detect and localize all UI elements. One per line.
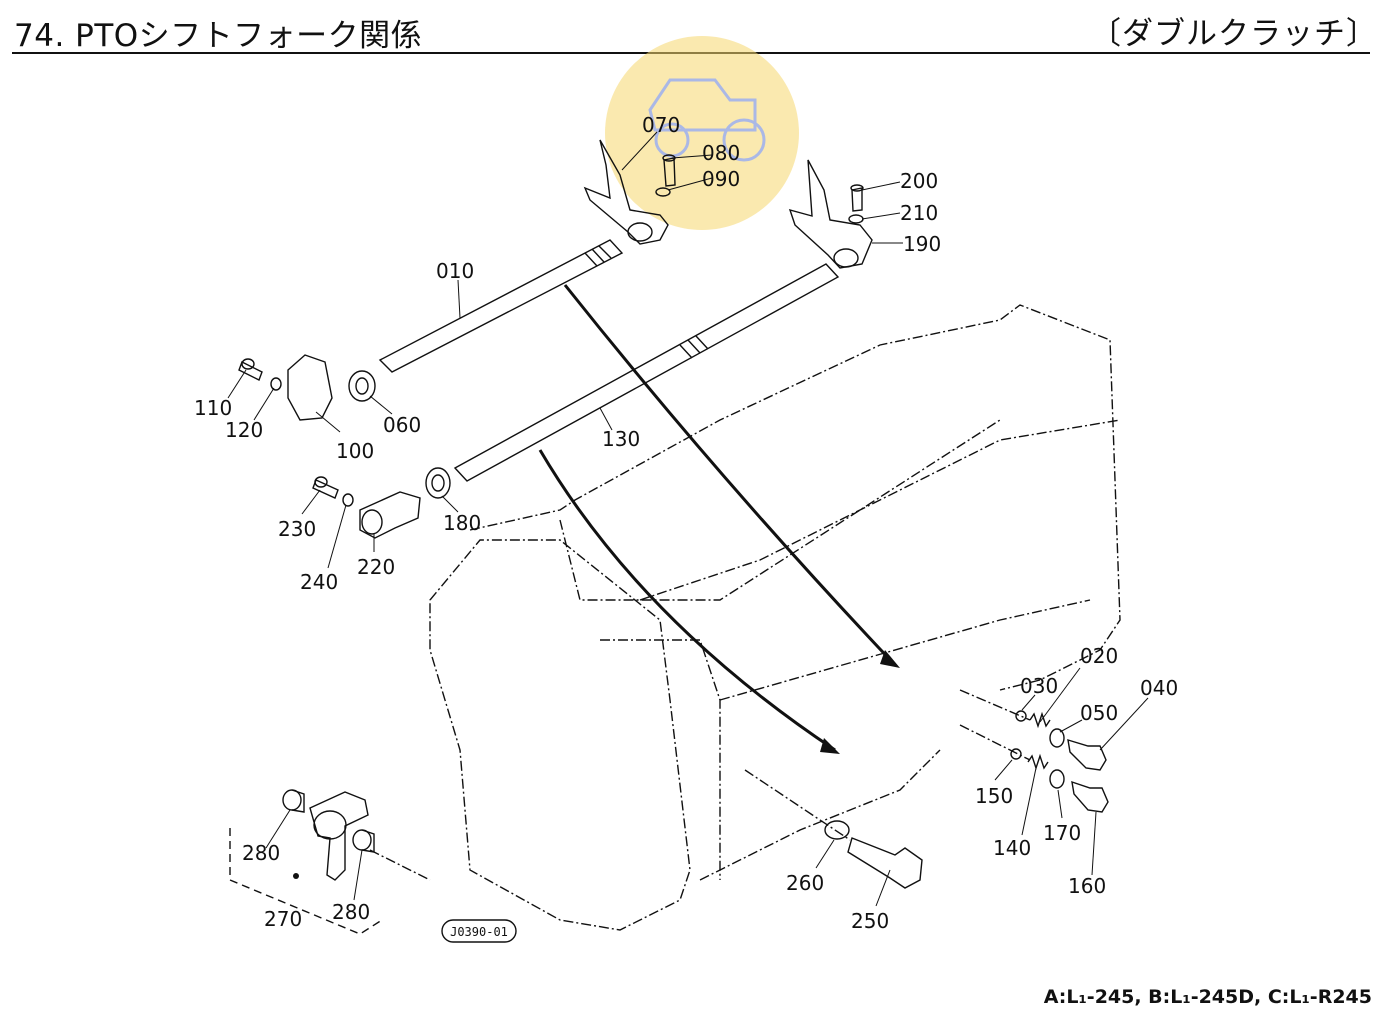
part-label-130: 130 [602,427,640,451]
page-title: 74. PTOシフトフォーク関係 [14,18,423,54]
washer-210 [848,214,864,224]
part-label-060: 060 [383,413,421,437]
washer-050 [1049,728,1065,748]
lever-270 [309,791,369,881]
part-label-160: 160 [1068,874,1106,898]
bushing-280a [282,789,305,813]
part-label-240: 240 [300,570,338,594]
bolt-110 [238,358,263,381]
part-label-120: 120 [225,418,263,442]
washer-090 [655,187,671,197]
washer-120 [270,377,282,391]
shaft-010 [378,239,624,373]
detent-ball-150 [1010,748,1022,760]
plug-040 [1067,739,1107,771]
spring-140 [1027,753,1049,771]
part-label-090: 090 [702,167,740,191]
assembly-centerlines [369,689,1031,881]
insertion-arrow-lower [538,449,836,752]
part-label-200: 200 [900,169,938,193]
shaft-130 [453,263,840,482]
part-label-270: 270 [264,907,302,931]
part-labels: 070 080 090 200 210 190 010 110 120 060 … [194,113,1178,939]
part-label-180: 180 [443,511,481,535]
spring-020 [1029,711,1051,729]
bolt-250 [847,837,923,889]
part-label-100: 100 [336,439,374,463]
part-label-170: 170 [1043,821,1081,845]
group-bracket-270 [229,828,383,935]
washer-260 [824,820,850,840]
part-label-280b: 280 [332,900,370,924]
part-label-140: 140 [993,836,1031,860]
bushing-280b [352,829,375,853]
part-label-250: 250 [851,909,889,933]
part-label-210: 210 [900,201,938,225]
part-label-080: 080 [702,141,740,165]
variant-label: 〔ダブルクラッチ〕 [1090,16,1378,52]
washer-240 [342,493,354,507]
part-label-220: 220 [357,555,395,579]
oil-seal-060 [348,370,376,402]
part-label-110: 110 [194,396,232,420]
washer-170 [1049,769,1065,789]
leader-lines [227,131,1149,907]
part-label-030: 030 [1020,674,1058,698]
part-label-150: 150 [975,784,1013,808]
part-label-260: 260 [786,871,824,895]
shift-fork-070 [583,139,669,245]
bolt-230 [312,476,339,499]
diagram-code: J0390-01 [450,925,508,939]
part-label-190: 190 [903,232,941,256]
shift-arm-220 [359,491,421,539]
shift-arm-100 [287,354,333,421]
diagram-code-frame [441,919,517,943]
part-label-070: 070 [642,113,680,137]
applicable-models: A:L₁-245, B:L₁-245D, C:L₁-R245 [1043,986,1372,1008]
bolt-200 [850,184,864,212]
detent-ball-030 [1015,710,1027,722]
part-label-230: 230 [278,517,316,541]
shift-fork-190 [788,159,873,269]
part-label-040: 040 [1140,676,1178,700]
part-label-020: 020 [1080,644,1118,668]
part-label-010: 010 [436,259,474,283]
oil-seal-180 [425,467,451,499]
watermark-logo [605,36,799,230]
plug-160 [1071,780,1109,813]
transmission-case [429,304,1121,931]
insertion-arrow-upper [563,284,897,667]
part-label-050: 050 [1080,701,1118,725]
part-label-280a: 280 [242,841,280,865]
